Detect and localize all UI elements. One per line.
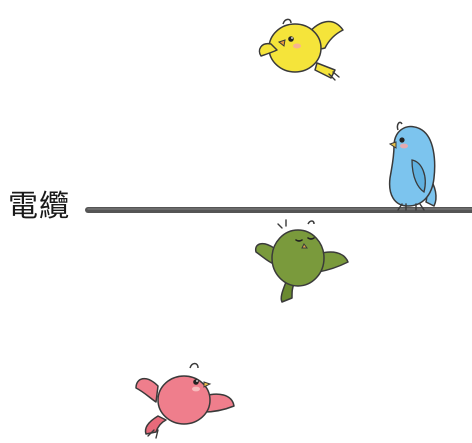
- yellow-bird-icon: [258, 18, 344, 81]
- green-bird-icon: [254, 219, 349, 303]
- blue-bird-icon: [388, 121, 437, 211]
- pink-bird-icon: [135, 362, 235, 439]
- cable-label: 電纜: [8, 189, 70, 224]
